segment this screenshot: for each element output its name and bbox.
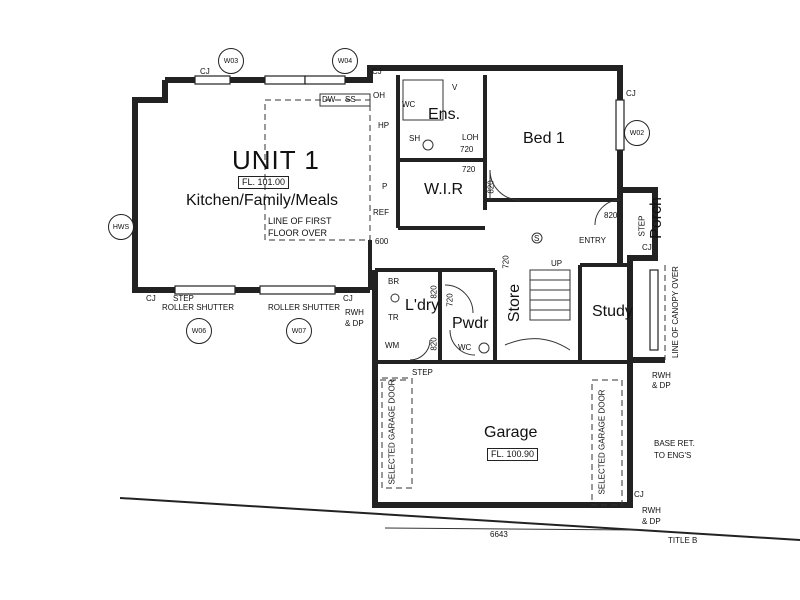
label-wc-pwdr: WC xyxy=(458,343,472,352)
note-dp-left: & DP xyxy=(345,319,364,328)
dim-820-ldry1: 820 xyxy=(429,285,439,299)
dim-720-pwdr: 720 xyxy=(445,293,455,307)
window-tag-w06: W06 xyxy=(186,318,212,344)
note-cj-porch: CJ xyxy=(642,243,652,252)
room-garage: Garage xyxy=(484,424,538,441)
note-step-left: STEP xyxy=(173,294,194,303)
note-cj-top-mid: CJ xyxy=(372,67,382,76)
note-base-ret: BASE RET. xyxy=(654,439,695,448)
window-tag-w07: W07 xyxy=(286,318,312,344)
label-v: V xyxy=(452,83,458,92)
floor-level-garage: FL. 100.90 xyxy=(487,448,539,461)
note-roller-shutter-1: ROLLER SHUTTER xyxy=(162,303,235,312)
room-laundry: L'dry xyxy=(405,297,440,314)
room-ensuite: Ens. xyxy=(428,106,461,123)
label-hp: HP xyxy=(378,121,390,130)
outer-wall-garage xyxy=(372,270,633,508)
window-tag-w02: W02 xyxy=(624,120,650,146)
room-kitchen-family-meals: Kitchen/Family/Meals xyxy=(186,192,339,209)
dim-600: 600 xyxy=(375,237,389,246)
label-tr: TR xyxy=(388,313,399,322)
note-cj-garage: CJ xyxy=(634,490,644,499)
dim-720-store: 720 xyxy=(501,255,511,269)
note-rwh-left: RWH xyxy=(345,308,364,317)
note-roller-shutter-2: ROLLER SHUTTER xyxy=(268,303,341,312)
dim-820-bed: 820 xyxy=(486,180,496,194)
dim-720-wir: 720 xyxy=(462,165,476,174)
room-store: Store xyxy=(506,283,524,323)
room-bed1: Bed 1 xyxy=(523,130,565,147)
label-dw: DW xyxy=(322,95,336,104)
dim-820-entry: 820 xyxy=(604,211,618,220)
label-sh: SH xyxy=(409,134,421,143)
note-step-porch: STEP xyxy=(637,215,647,237)
note-garage-door-left: SELECTED GARAGE DOOR xyxy=(387,379,397,485)
label-step-laundry: STEP xyxy=(412,368,433,377)
room-study: Study xyxy=(592,303,633,320)
note-garage-door-right: SELECTED GARAGE DOOR xyxy=(597,389,607,495)
note-line-canopy: LINE OF CANOPY OVER xyxy=(670,266,680,358)
note-line-first-2: FLOOR OVER xyxy=(268,228,328,238)
window-tag-w04: W04 xyxy=(332,48,358,74)
note-rwh-bottom: RWH xyxy=(642,506,661,515)
note-dp-right: & DP xyxy=(652,381,671,390)
note-rwh-right: RWH xyxy=(652,371,671,380)
outer-wall-study-right xyxy=(627,265,665,363)
label-loh: LOH xyxy=(462,133,479,142)
note-cj-top-left: CJ xyxy=(200,67,210,76)
tag-hws: HWS xyxy=(108,214,134,240)
label-up: UP xyxy=(551,259,563,268)
dimension-line xyxy=(384,527,641,531)
note-to-eng: TO ENG'S xyxy=(654,451,692,460)
label-p: P xyxy=(382,182,388,191)
note-dp-bottom: & DP xyxy=(642,517,661,526)
note-line-first-1: LINE OF FIRST xyxy=(268,216,332,226)
label-entry: ENTRY xyxy=(579,236,606,245)
room-porch: Porch xyxy=(647,197,665,239)
boundary-line xyxy=(119,497,800,541)
outer-wall-porch-right xyxy=(620,187,658,265)
note-cj-bottom-left: CJ xyxy=(146,294,156,303)
label-ref: REF xyxy=(373,208,389,217)
room-powder: Pwdr xyxy=(452,315,489,332)
label-s-mark: S xyxy=(534,234,540,243)
floor-level-unit: FL. 101.00 xyxy=(238,176,290,189)
room-wir: W.I.R xyxy=(424,181,464,198)
label-wm: WM xyxy=(385,341,400,350)
dim-820-ldry2: 820 xyxy=(429,337,439,351)
dim-720-ens: 720 xyxy=(460,145,474,154)
label-ss: SS xyxy=(345,95,356,104)
label-wc-ens: WC xyxy=(402,100,416,109)
note-cj-mid: CJ xyxy=(343,294,353,303)
unit-title: UNIT 1 xyxy=(232,145,320,175)
window-tag-w03: W03 xyxy=(218,48,244,74)
note-cj-right: CJ xyxy=(626,89,636,98)
label-br: BR xyxy=(388,277,400,286)
note-title-b: TITLE B xyxy=(668,536,698,545)
dim-6643: 6643 xyxy=(490,530,508,539)
bed1-door xyxy=(489,169,521,201)
label-oh: OH xyxy=(373,91,385,100)
